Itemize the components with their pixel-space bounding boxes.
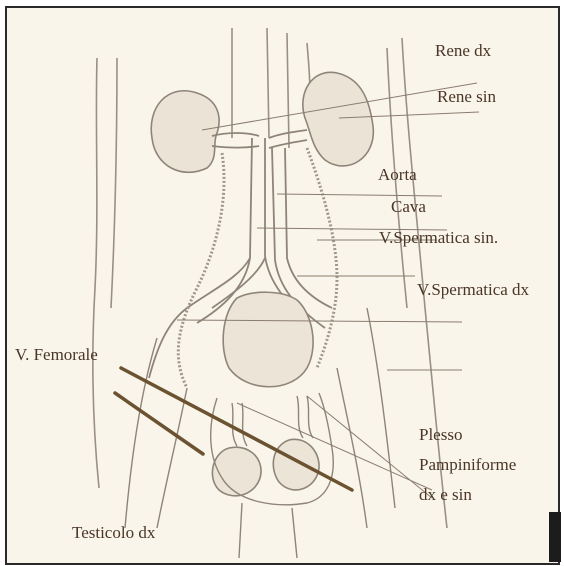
label-dx-e-sin: dx e sin (419, 486, 472, 503)
label-aorta: Aorta (378, 166, 417, 183)
left-testis (273, 439, 319, 490)
label-rene-dx: Rene dx (435, 42, 491, 59)
label-cava: Cava (391, 198, 426, 215)
label-pampiniforme: Pampiniforme (419, 456, 516, 473)
label-testicolo-dx: Testicolo dx (72, 524, 155, 541)
label-v-spermatica-dx: V.Spermatica dx (417, 281, 529, 298)
corner-dark-block (549, 512, 561, 562)
label-v-spermatica-sin: V.Spermatica sin. (379, 229, 498, 246)
anatomy-figure: Rene dx Rene sin Aorta Cava V.Spermatica… (5, 6, 560, 565)
pelvic-organ (223, 292, 313, 387)
label-plesso: Plesso (419, 426, 462, 443)
label-rene-sin: Rene sin (437, 88, 496, 105)
right-testis (212, 447, 261, 496)
right-kidney (151, 91, 219, 173)
label-v-femorale: V. Femorale (15, 346, 98, 363)
